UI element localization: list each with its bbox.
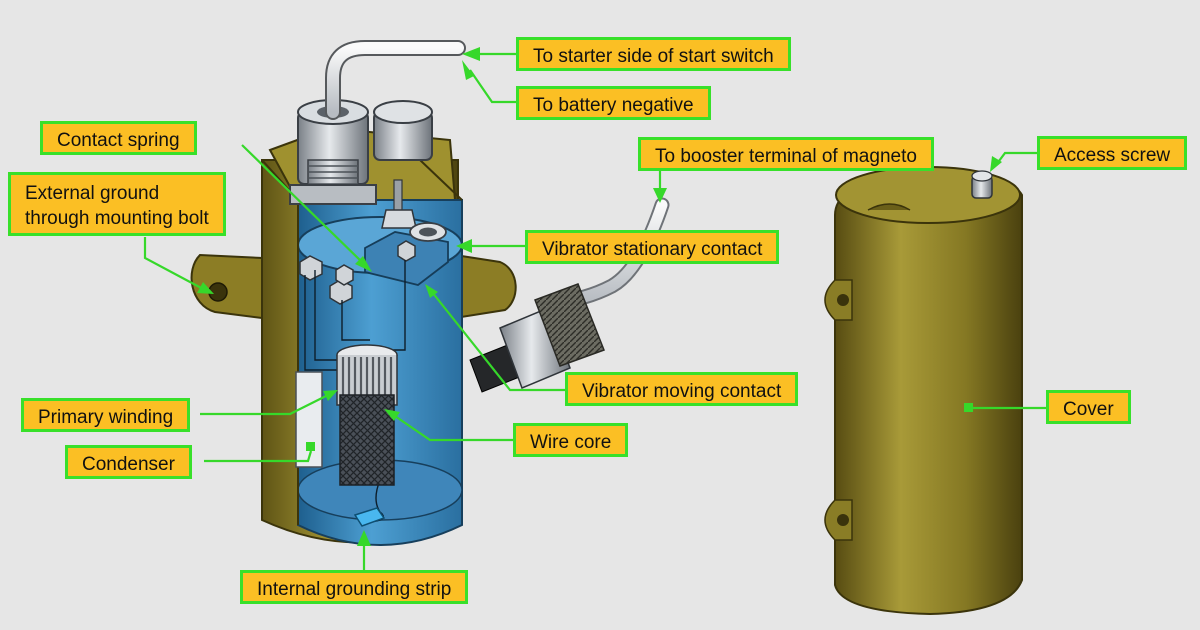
label-to-battery-negative: To battery negative [516,86,711,120]
label-vibrator-moving-contact: Vibrator moving contact [565,372,799,406]
label-cover: Cover [1046,390,1131,424]
label-vibrator-stationary-contact: Vibrator stationary contact [525,230,780,264]
label-primary-winding: Primary winding [21,398,191,432]
label-internal-grounding-strip: Internal grounding strip [240,570,469,604]
label-external-ground-line1: External ground [25,183,160,204]
label-external-ground-line2: through mounting bolt [25,208,209,229]
label-external-ground: External ground through mounting bolt [8,172,226,236]
label-to-booster-terminal: To booster terminal of magneto [638,137,934,171]
label-access-screw: Access screw [1037,136,1188,170]
leader-lines [143,47,1046,570]
label-condenser: Condenser [65,445,192,479]
label-contact-spring: Contact spring [40,121,197,155]
label-to-starter-switch: To starter side of start switch [516,37,791,71]
label-wire-core: Wire core [513,423,629,457]
